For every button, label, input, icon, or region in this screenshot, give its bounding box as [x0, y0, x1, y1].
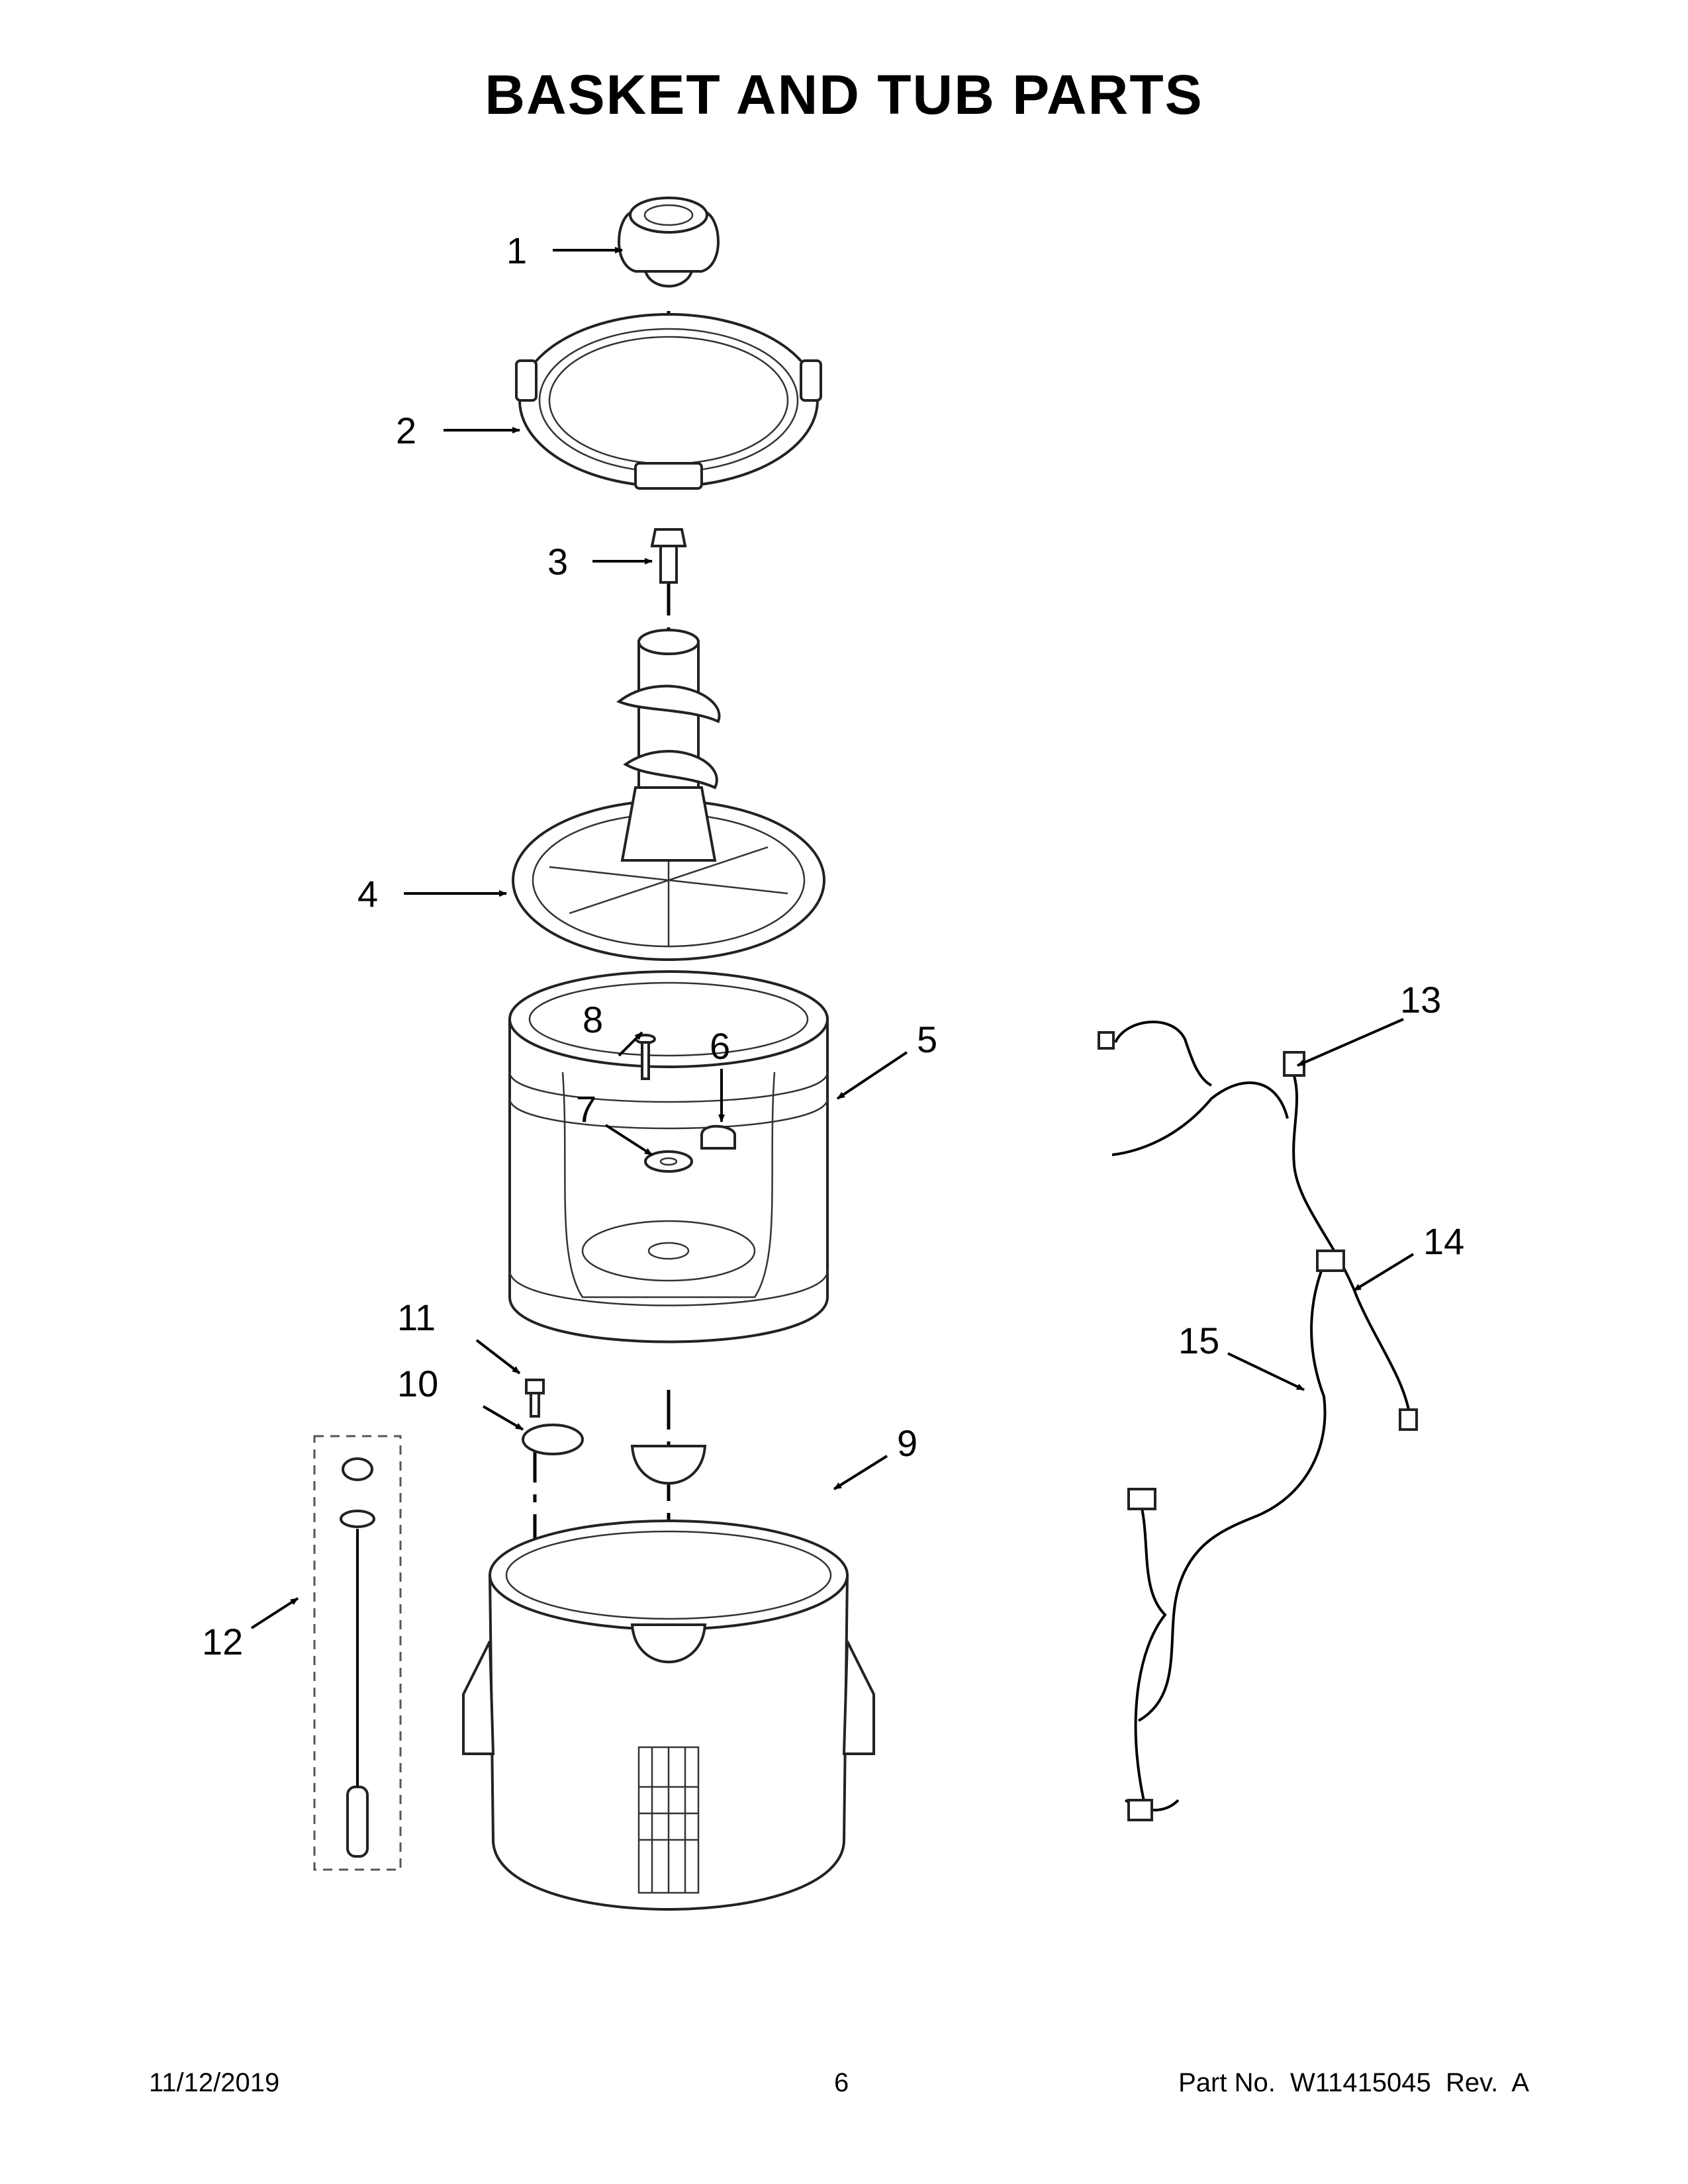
callout-3: 3	[547, 541, 568, 582]
callout-8: 8	[583, 999, 603, 1040]
clip-part	[700, 1124, 736, 1150]
callout-1: 1	[506, 230, 527, 271]
leader-lines	[250, 247, 1415, 1629]
callout-labels: 1 2 3 4 5 6 7 8 9 10 11 12 13 14 15	[202, 230, 1464, 1662]
callout-12: 12	[202, 1621, 243, 1662]
balance-ring-part	[515, 313, 822, 490]
basket-part	[508, 970, 829, 1343]
footer-page-number: 6	[834, 2068, 849, 2097]
callout-6: 6	[710, 1025, 730, 1067]
footer-date: 11/12/2019	[149, 2068, 280, 2097]
callout-14: 14	[1423, 1220, 1464, 1262]
callout-5: 5	[917, 1019, 937, 1060]
callout-11: 11	[397, 1297, 436, 1338]
callout-2: 2	[396, 410, 416, 451]
tub-screw-part	[525, 1379, 545, 1418]
washer-part	[644, 1150, 693, 1173]
agitator-cap-part	[618, 197, 720, 288]
footer-part-number: Part No. W11415045 Rev. A	[1178, 2068, 1529, 2097]
cover-part	[522, 1424, 584, 1455]
suspension-rod-part	[313, 1435, 402, 1871]
impeller-part	[512, 629, 825, 961]
center-axis	[533, 311, 671, 1615]
callout-15: 15	[1178, 1320, 1219, 1361]
screw-part	[635, 1034, 656, 1080]
tub-part	[462, 1445, 875, 1911]
callout-10: 10	[397, 1363, 438, 1404]
page-title: BASKET AND TUB PARTS	[485, 64, 1203, 126]
callout-7: 7	[576, 1088, 596, 1130]
callout-4: 4	[357, 873, 378, 915]
wiring-harness-part	[1098, 1021, 1418, 1821]
bolt-part	[650, 528, 687, 584]
callout-9: 9	[897, 1422, 917, 1464]
callout-13: 13	[1400, 979, 1441, 1021]
